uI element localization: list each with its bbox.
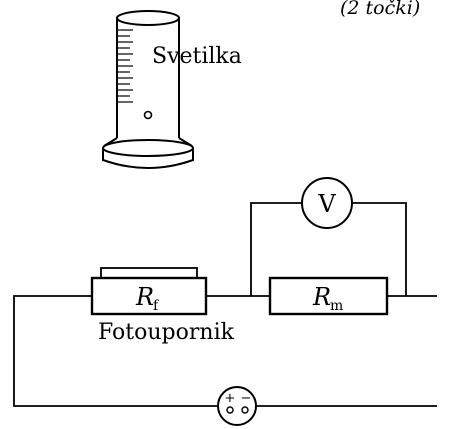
voltage-source: + − <box>217 386 257 426</box>
photoresistor-symbol: R <box>135 283 154 311</box>
voltmeter: V <box>301 177 353 229</box>
resistor-m-body <box>268 276 389 316</box>
photoresistor: R f <box>90 267 208 316</box>
source-minus-sign: − <box>241 391 252 406</box>
voltage-source-circle <box>217 386 257 426</box>
source-positive-terminal <box>226 406 234 414</box>
photoresistor-label: Fotoupornik <box>98 320 235 345</box>
photoresistor-body <box>90 276 208 316</box>
photoresistor-subscript: f <box>153 298 160 314</box>
resistor-m-symbol: R <box>312 283 331 311</box>
header-fragment: (2 točki) <box>340 0 420 19</box>
source-plus-sign: + <box>225 391 236 406</box>
lamp-grip-lines <box>117 29 133 103</box>
lamp-icon <box>102 10 194 169</box>
voltmeter-circle <box>301 177 353 229</box>
voltmeter-label: V <box>317 190 336 218</box>
lamp-label: Svetilka <box>152 44 242 69</box>
circuit-wires <box>13 202 437 407</box>
photoresistor-window <box>100 267 198 279</box>
source-negative-terminal <box>241 406 249 414</box>
resistor-m-subscript: m <box>330 298 343 314</box>
resistor-m: R m <box>268 276 389 316</box>
